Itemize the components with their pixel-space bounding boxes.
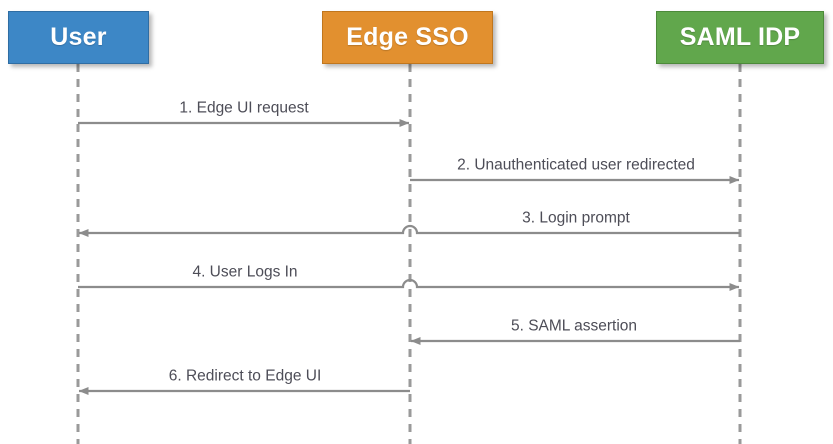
message-label-1: 1. Edge UI request [179,99,309,117]
message-label-2: 2. Unauthenticated user redirected [457,156,695,174]
participant-label-user: User [50,23,107,51]
lifelines-group [76,64,742,444]
message-arrow-4[interactable] [78,278,740,291]
participant-box-user[interactable]: User [8,11,149,64]
message-label-6: 6. Redirect to Edge UI [168,367,322,385]
participant-box-saml-idp[interactable]: SAML IDP [656,11,824,64]
participant-label-edge-sso: Edge SSO [346,23,469,51]
participant-box-edge-sso[interactable]: Edge SSO [322,11,493,64]
message-label-3: 3. Login prompt [522,209,630,227]
message-label-4: 4. User Logs In [192,263,298,281]
message-arrow-3[interactable] [78,224,740,237]
participant-label-saml-idp: SAML IDP [679,23,801,51]
message-arrows-group [78,119,740,395]
message-label-5: 5. SAML assertion [510,317,638,335]
